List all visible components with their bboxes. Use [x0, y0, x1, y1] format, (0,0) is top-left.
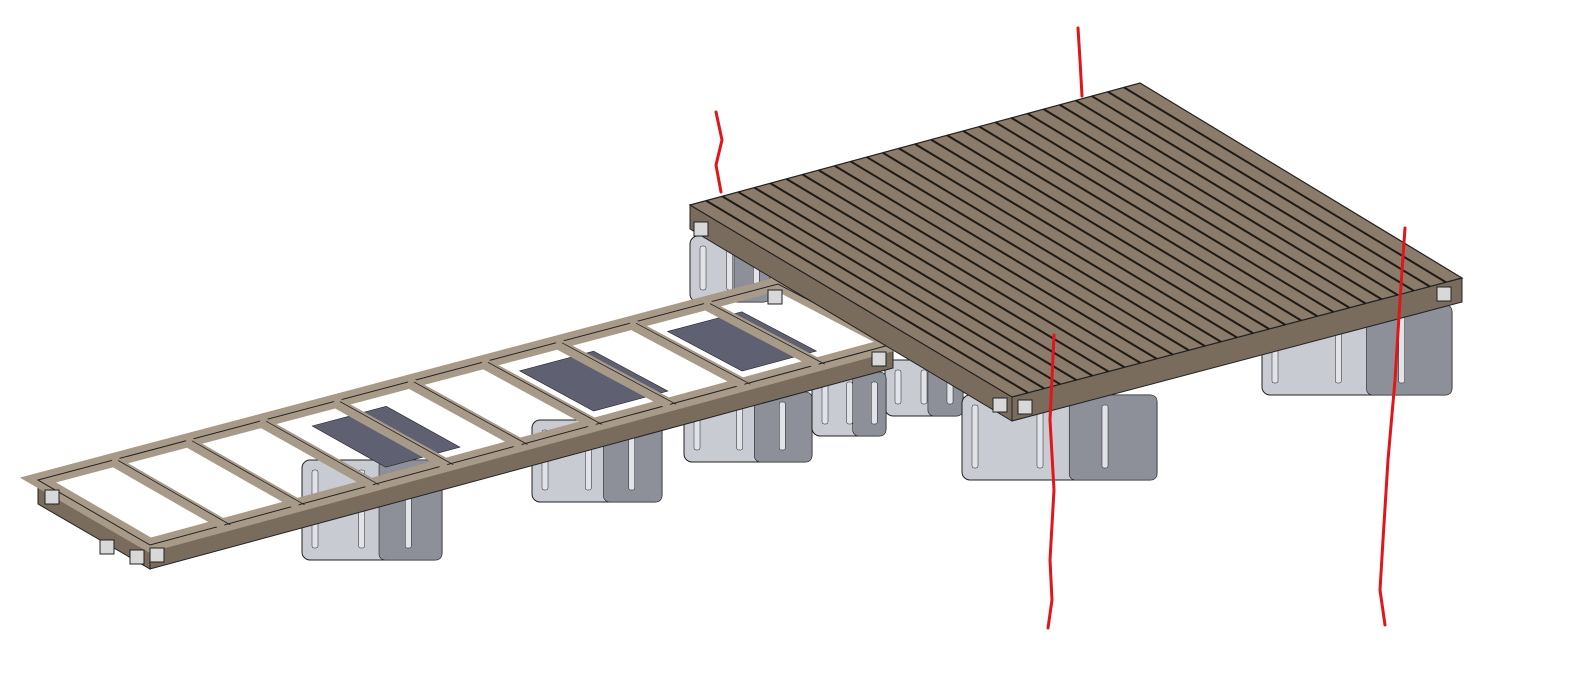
frame-crossbeam	[627, 318, 747, 390]
deck-board-gap	[898, 147, 1222, 343]
deck-board-gap	[882, 151, 1206, 347]
deck-board-gap	[1091, 95, 1415, 292]
deck-board-gap	[978, 125, 1302, 322]
deck-board-gap	[1059, 103, 1383, 301]
frame-crossbeam-edge	[339, 401, 454, 465]
deck-board-gap	[769, 182, 1093, 377]
float-rib	[779, 401, 786, 451]
frame-crossbeam-edge	[413, 381, 528, 445]
float-shadow-side	[852, 371, 887, 437]
deck-board-gap	[1107, 90, 1431, 288]
deck-board-gap	[721, 195, 1045, 390]
deck-board-gap	[801, 173, 1126, 369]
corner-bracket	[44, 489, 60, 505]
float-rib	[894, 369, 902, 405]
deck-board-gap	[946, 134, 1270, 330]
float-top-visible	[518, 350, 669, 412]
corner-bracket	[149, 547, 165, 563]
deck-board-gap	[834, 164, 1158, 360]
corner-bracket	[1436, 286, 1452, 302]
walkway-frame	[19, 276, 913, 570]
deck-board-gap	[1075, 99, 1399, 296]
frame-crossbeam-edge	[191, 440, 305, 506]
frame-crossbeam-edge	[487, 362, 602, 425]
frame-crossbeam	[331, 396, 450, 470]
red-annotation-line	[1046, 333, 1056, 630]
deck-board-gap	[962, 130, 1286, 326]
float-rib	[920, 369, 928, 405]
deck-board-gap	[705, 199, 1029, 394]
deck-board-gap	[866, 156, 1190, 352]
float-rib	[846, 381, 853, 425]
corner-bracket	[1017, 399, 1033, 415]
deck-board-gap	[818, 169, 1142, 364]
corner-bracket	[693, 221, 709, 237]
corner-bracket	[871, 351, 887, 367]
frame-crossbeam-edge	[561, 342, 677, 405]
frame-crossbeam	[257, 416, 376, 490]
red-annotation-line	[1076, 26, 1084, 98]
float-rib	[821, 381, 829, 425]
deck-board-gap	[994, 121, 1318, 318]
deck-board-gap	[914, 143, 1238, 339]
red-annotation-line	[714, 110, 724, 194]
corner-bracket	[992, 397, 1008, 413]
red-annotation-marks	[714, 26, 1407, 630]
float-rib	[699, 245, 707, 291]
frame-crossbeam-edge	[635, 322, 751, 385]
frame-crossbeam-edge	[709, 303, 825, 365]
deck-board-gap	[1026, 112, 1351, 309]
deck-board-gap	[1123, 86, 1447, 284]
main-deck	[688, 82, 1464, 422]
frame-crossbeam-edge	[117, 460, 231, 526]
frame-crossbeam	[183, 436, 302, 510]
frame-crossbeam	[109, 455, 228, 530]
deck-board-gap	[1010, 117, 1334, 313]
float-rib	[871, 381, 878, 425]
deck-board-gap	[850, 160, 1174, 356]
deck-board-gap	[737, 191, 1061, 386]
corner-bracket	[129, 549, 145, 565]
corner-bracket	[767, 289, 783, 305]
frame-crossbeam	[553, 337, 673, 410]
frame-crossbeam	[701, 298, 822, 369]
float-top-visible	[666, 311, 818, 372]
deck-board-gap	[1043, 108, 1367, 305]
deck-board-gap	[930, 138, 1254, 335]
frame-crossbeam-edge	[265, 420, 380, 486]
float-rib	[971, 404, 979, 469]
float-rib	[1101, 404, 1109, 469]
red-annotation-line	[1378, 226, 1407, 627]
frame-crossbeam	[479, 357, 599, 430]
frame-crossbeam	[405, 377, 525, 450]
deck-board-gap	[753, 186, 1077, 381]
float-shadow-side	[1068, 394, 1158, 481]
corner-bracket	[99, 539, 115, 555]
